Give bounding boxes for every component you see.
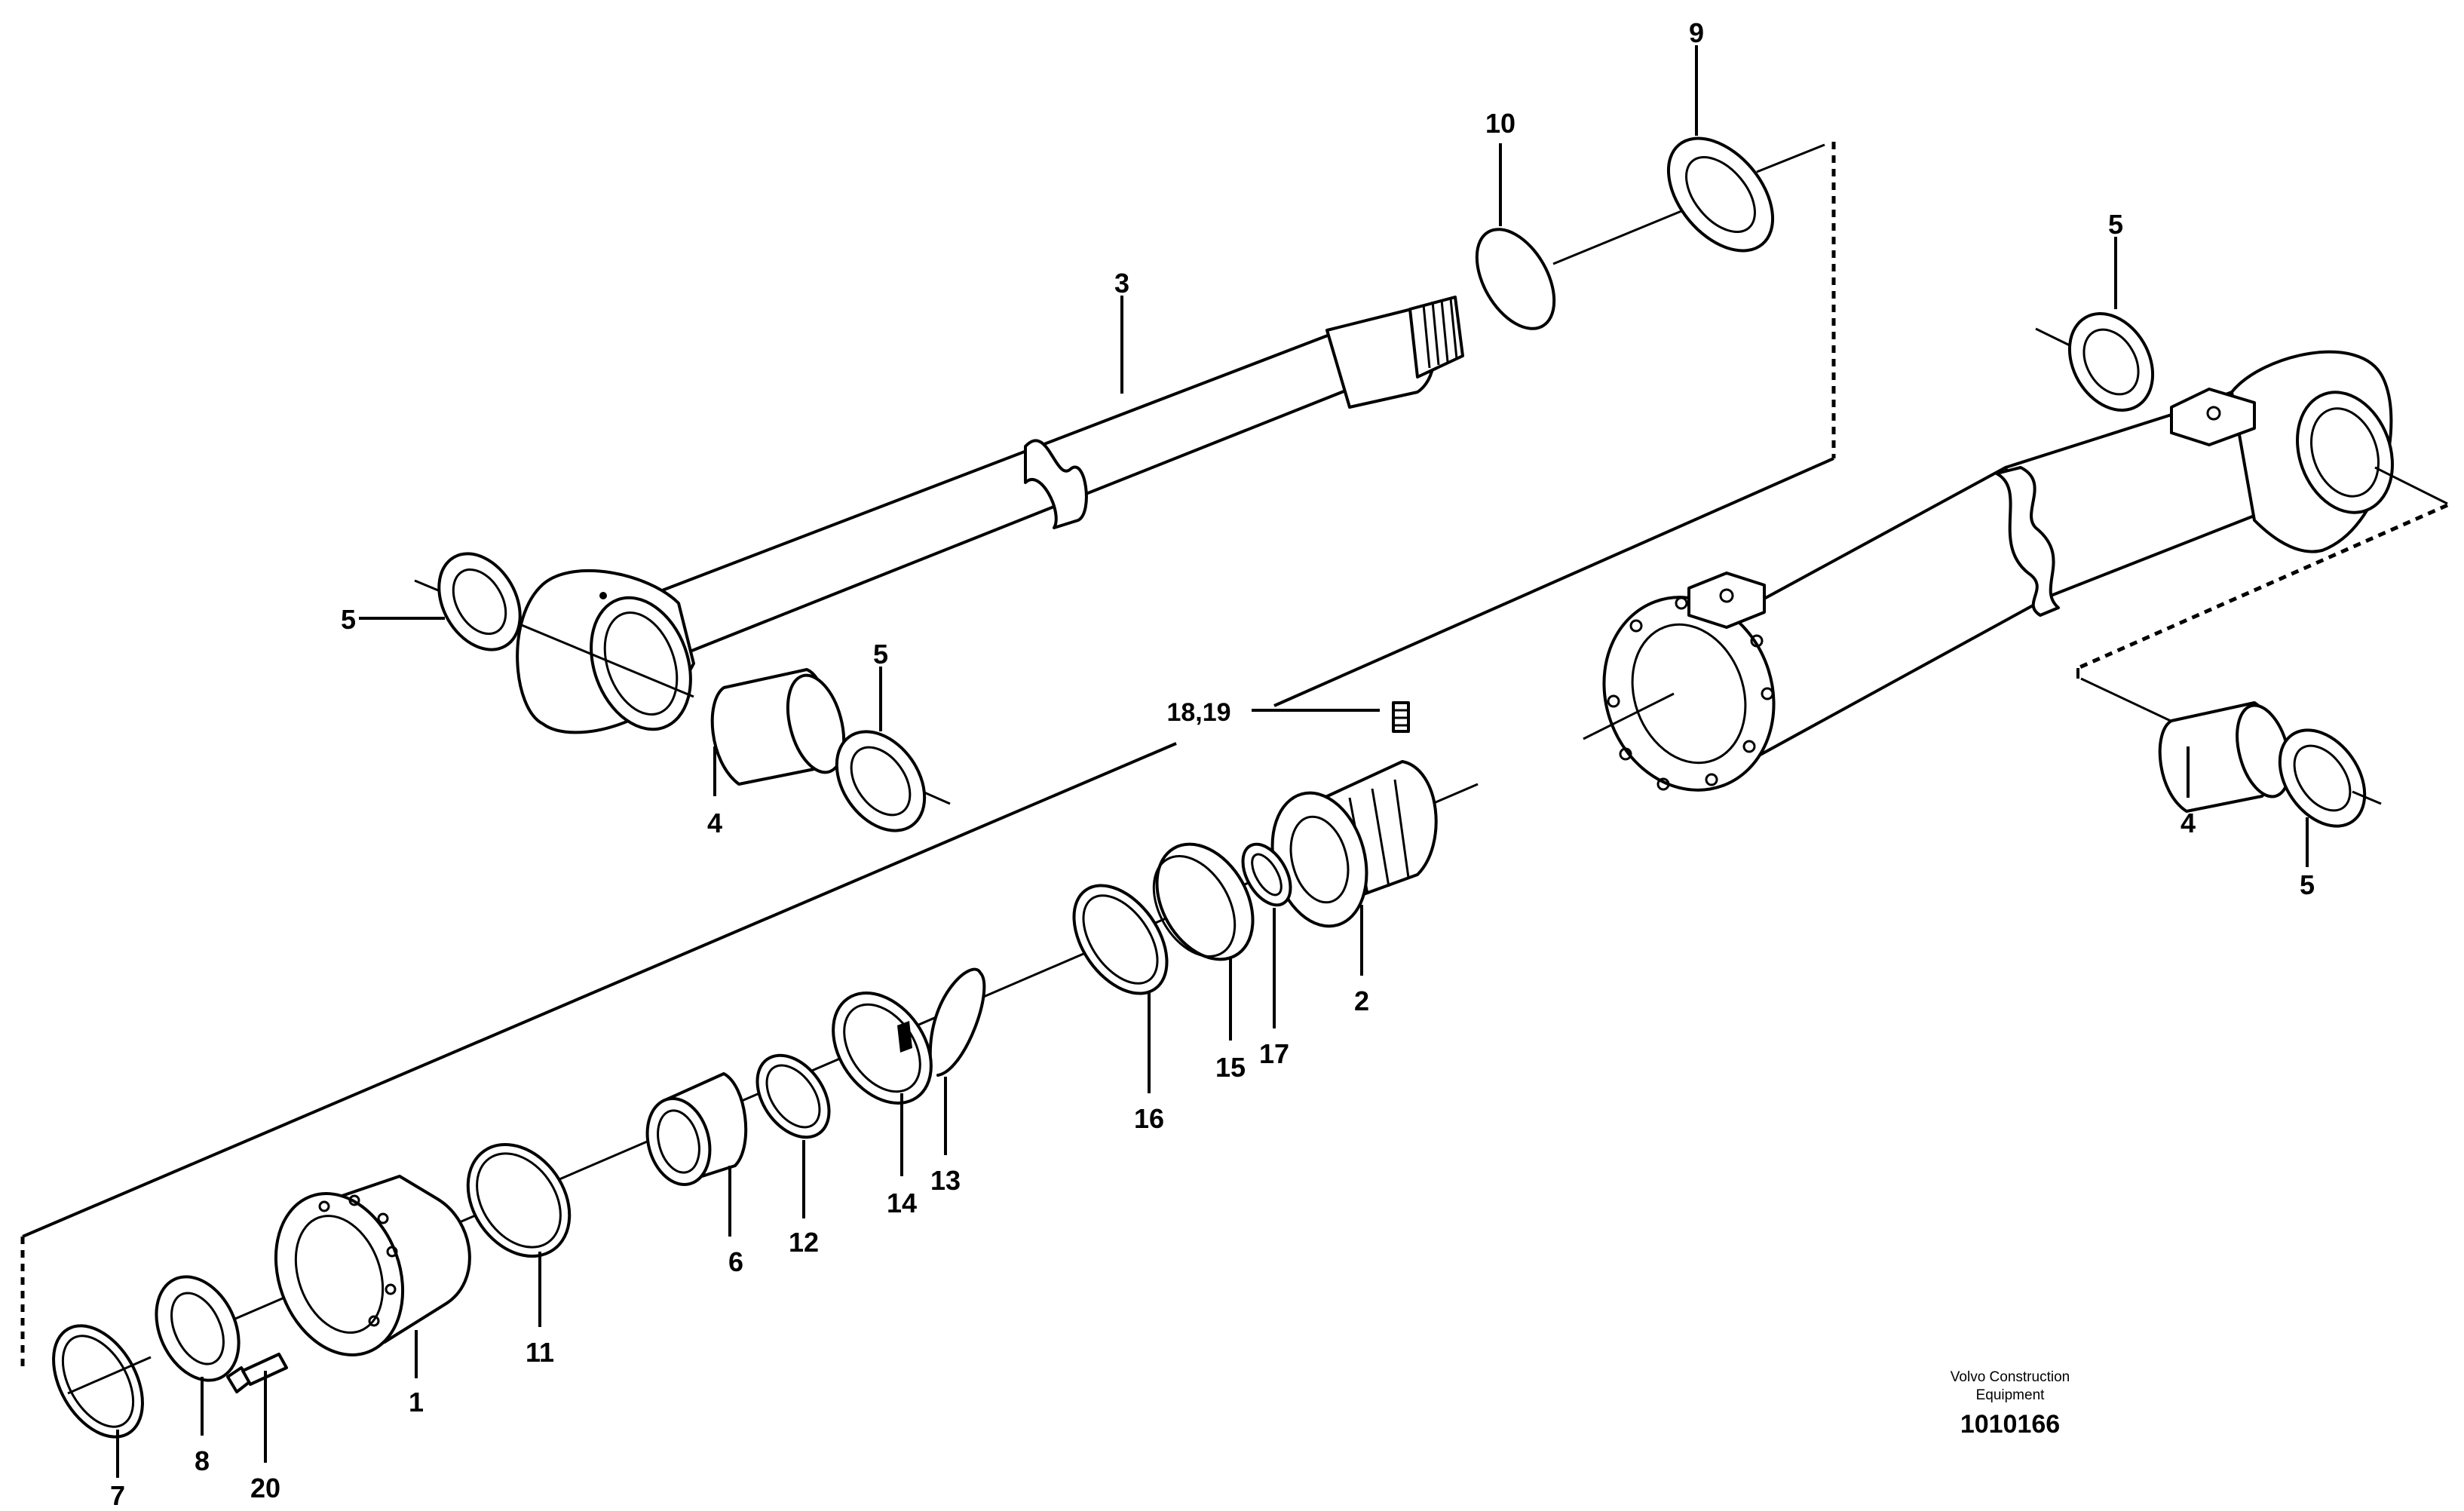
callout-8: 8 — [195, 1445, 210, 1476]
backup-ring-14 — [832, 991, 933, 1105]
wiper-seal-8 — [155, 1275, 241, 1382]
seal-9 — [1666, 136, 1825, 253]
callout-labels: 9 10 3 5 5 5 4 18,19 4 5 2 17 15 16 13 1… — [110, 17, 2315, 1511]
o-ring-11 — [466, 1142, 572, 1258]
o-ring-17 — [1241, 842, 1292, 907]
callout-5-rod-left: 5 — [341, 604, 356, 635]
grub-screw-18-19 — [1392, 701, 1410, 733]
callout-3: 3 — [1114, 268, 1129, 299]
drawing-footer: Volvo Construction Equipment 1010166 — [1951, 1369, 2070, 1439]
callout-9: 9 — [1689, 17, 1704, 48]
callout-15: 15 — [1215, 1052, 1246, 1083]
seal-5-tube-top — [2035, 312, 2155, 412]
screw-20 — [226, 1353, 288, 1393]
drawing-number: 1010166 — [1960, 1410, 2060, 1439]
callout-16: 16 — [1134, 1103, 1164, 1134]
bushing-4-tube — [2080, 677, 2291, 813]
callout-4-tube: 4 — [2181, 808, 2196, 838]
retaining-ring-10 — [1475, 210, 1682, 330]
callout-12: 12 — [789, 1227, 819, 1258]
callout-6: 6 — [728, 1246, 743, 1277]
callout-10: 10 — [1485, 108, 1515, 139]
callout-5-tube-bottom: 5 — [2300, 869, 2315, 900]
callout-2: 2 — [1354, 985, 1369, 1016]
seal-ring-16 — [1072, 884, 1169, 995]
piston-rod — [414, 296, 1464, 805]
cylinder-head-1 — [274, 1175, 471, 1356]
leader-lines — [116, 45, 2309, 1478]
piston-2 — [1270, 760, 1438, 928]
callout-5-rod-right: 5 — [873, 639, 888, 670]
callout-7: 7 — [110, 1480, 125, 1511]
callout-13: 13 — [930, 1165, 961, 1196]
guide-ring-15 — [1152, 842, 1255, 961]
callout-1: 1 — [409, 1387, 424, 1418]
brand-line-1: Volvo Construction — [1951, 1369, 2070, 1385]
seal-5-tube-bottom — [2278, 728, 2382, 828]
callout-20: 20 — [250, 1473, 280, 1503]
bushing-6 — [645, 1072, 748, 1186]
o-ring-12 — [755, 1053, 831, 1139]
rod-thread — [1422, 298, 1458, 369]
assembly-bracket-lower — [20, 742, 1177, 1366]
assembly-bracket-right — [2076, 503, 2449, 679]
ring-7 — [52, 1324, 152, 1439]
seal-5-rod-left — [437, 552, 522, 651]
seal-5-rod-right — [835, 730, 927, 832]
callout-17: 17 — [1259, 1038, 1289, 1069]
brand-line-2: Equipment — [1976, 1387, 2046, 1403]
callout-4-rod: 4 — [707, 808, 722, 838]
cylinder-tube — [1583, 350, 2448, 792]
assembly-bracket-upper — [1273, 142, 1836, 707]
callout-11: 11 — [526, 1337, 554, 1368]
callout-14: 14 — [887, 1188, 917, 1218]
snap-ring-13 — [928, 967, 986, 1077]
head-bolt-holes — [318, 1194, 398, 1327]
bushing-4-rod — [710, 668, 846, 786]
callout-18-19: 18,19 — [1166, 698, 1230, 727]
callout-5-top-right: 5 — [2108, 209, 2123, 240]
